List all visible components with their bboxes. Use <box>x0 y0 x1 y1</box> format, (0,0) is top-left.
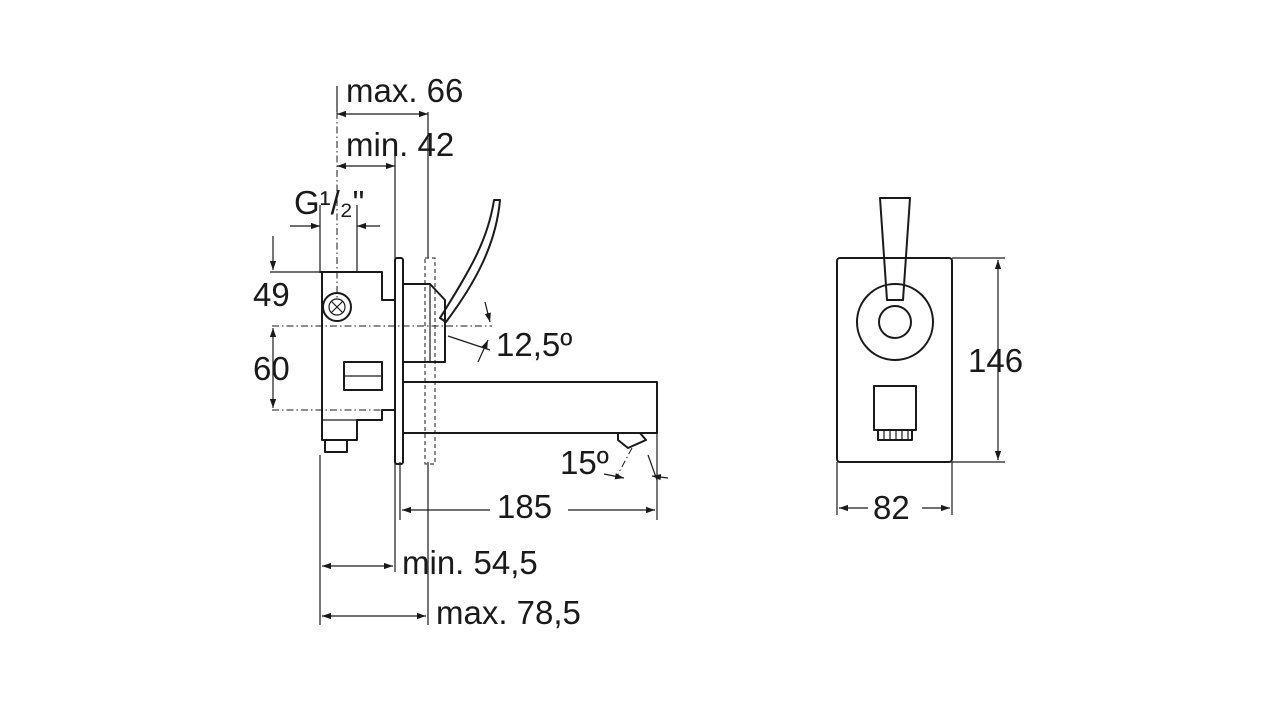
dim-146: 146 <box>968 342 1023 379</box>
dim-82: 82 <box>873 489 910 526</box>
wall-plate <box>394 257 404 465</box>
dim-min-42: min. 42 <box>346 126 454 163</box>
rosette-inner <box>878 305 912 339</box>
dim-60: 60 <box>253 350 290 387</box>
dim-angle-lever: 12,5º <box>496 326 572 363</box>
spout-outlet <box>873 385 917 431</box>
valve-body <box>319 271 396 453</box>
aerator <box>877 429 913 441</box>
rosette <box>856 283 934 361</box>
dim-thread-g-half: G¹/₂" <box>294 184 364 221</box>
dim-max-66: max. 66 <box>346 72 463 109</box>
dim-185: 185 <box>497 488 552 525</box>
dim-angle-spout: 15º <box>560 444 609 481</box>
front-view: 146 82 <box>836 197 1023 526</box>
front-plate <box>836 257 953 463</box>
lever-housing <box>402 199 501 363</box>
lever-handle <box>879 197 911 301</box>
dim-49: 49 <box>253 276 290 313</box>
dim-max-78-5: max. 78,5 <box>436 594 581 631</box>
dim-min-54-5: min. 54,5 <box>402 544 538 581</box>
spout <box>402 381 658 479</box>
side-view: max. 66 min. 42 G¹/₂" 49 60 12,5º 15º 18… <box>253 72 669 631</box>
